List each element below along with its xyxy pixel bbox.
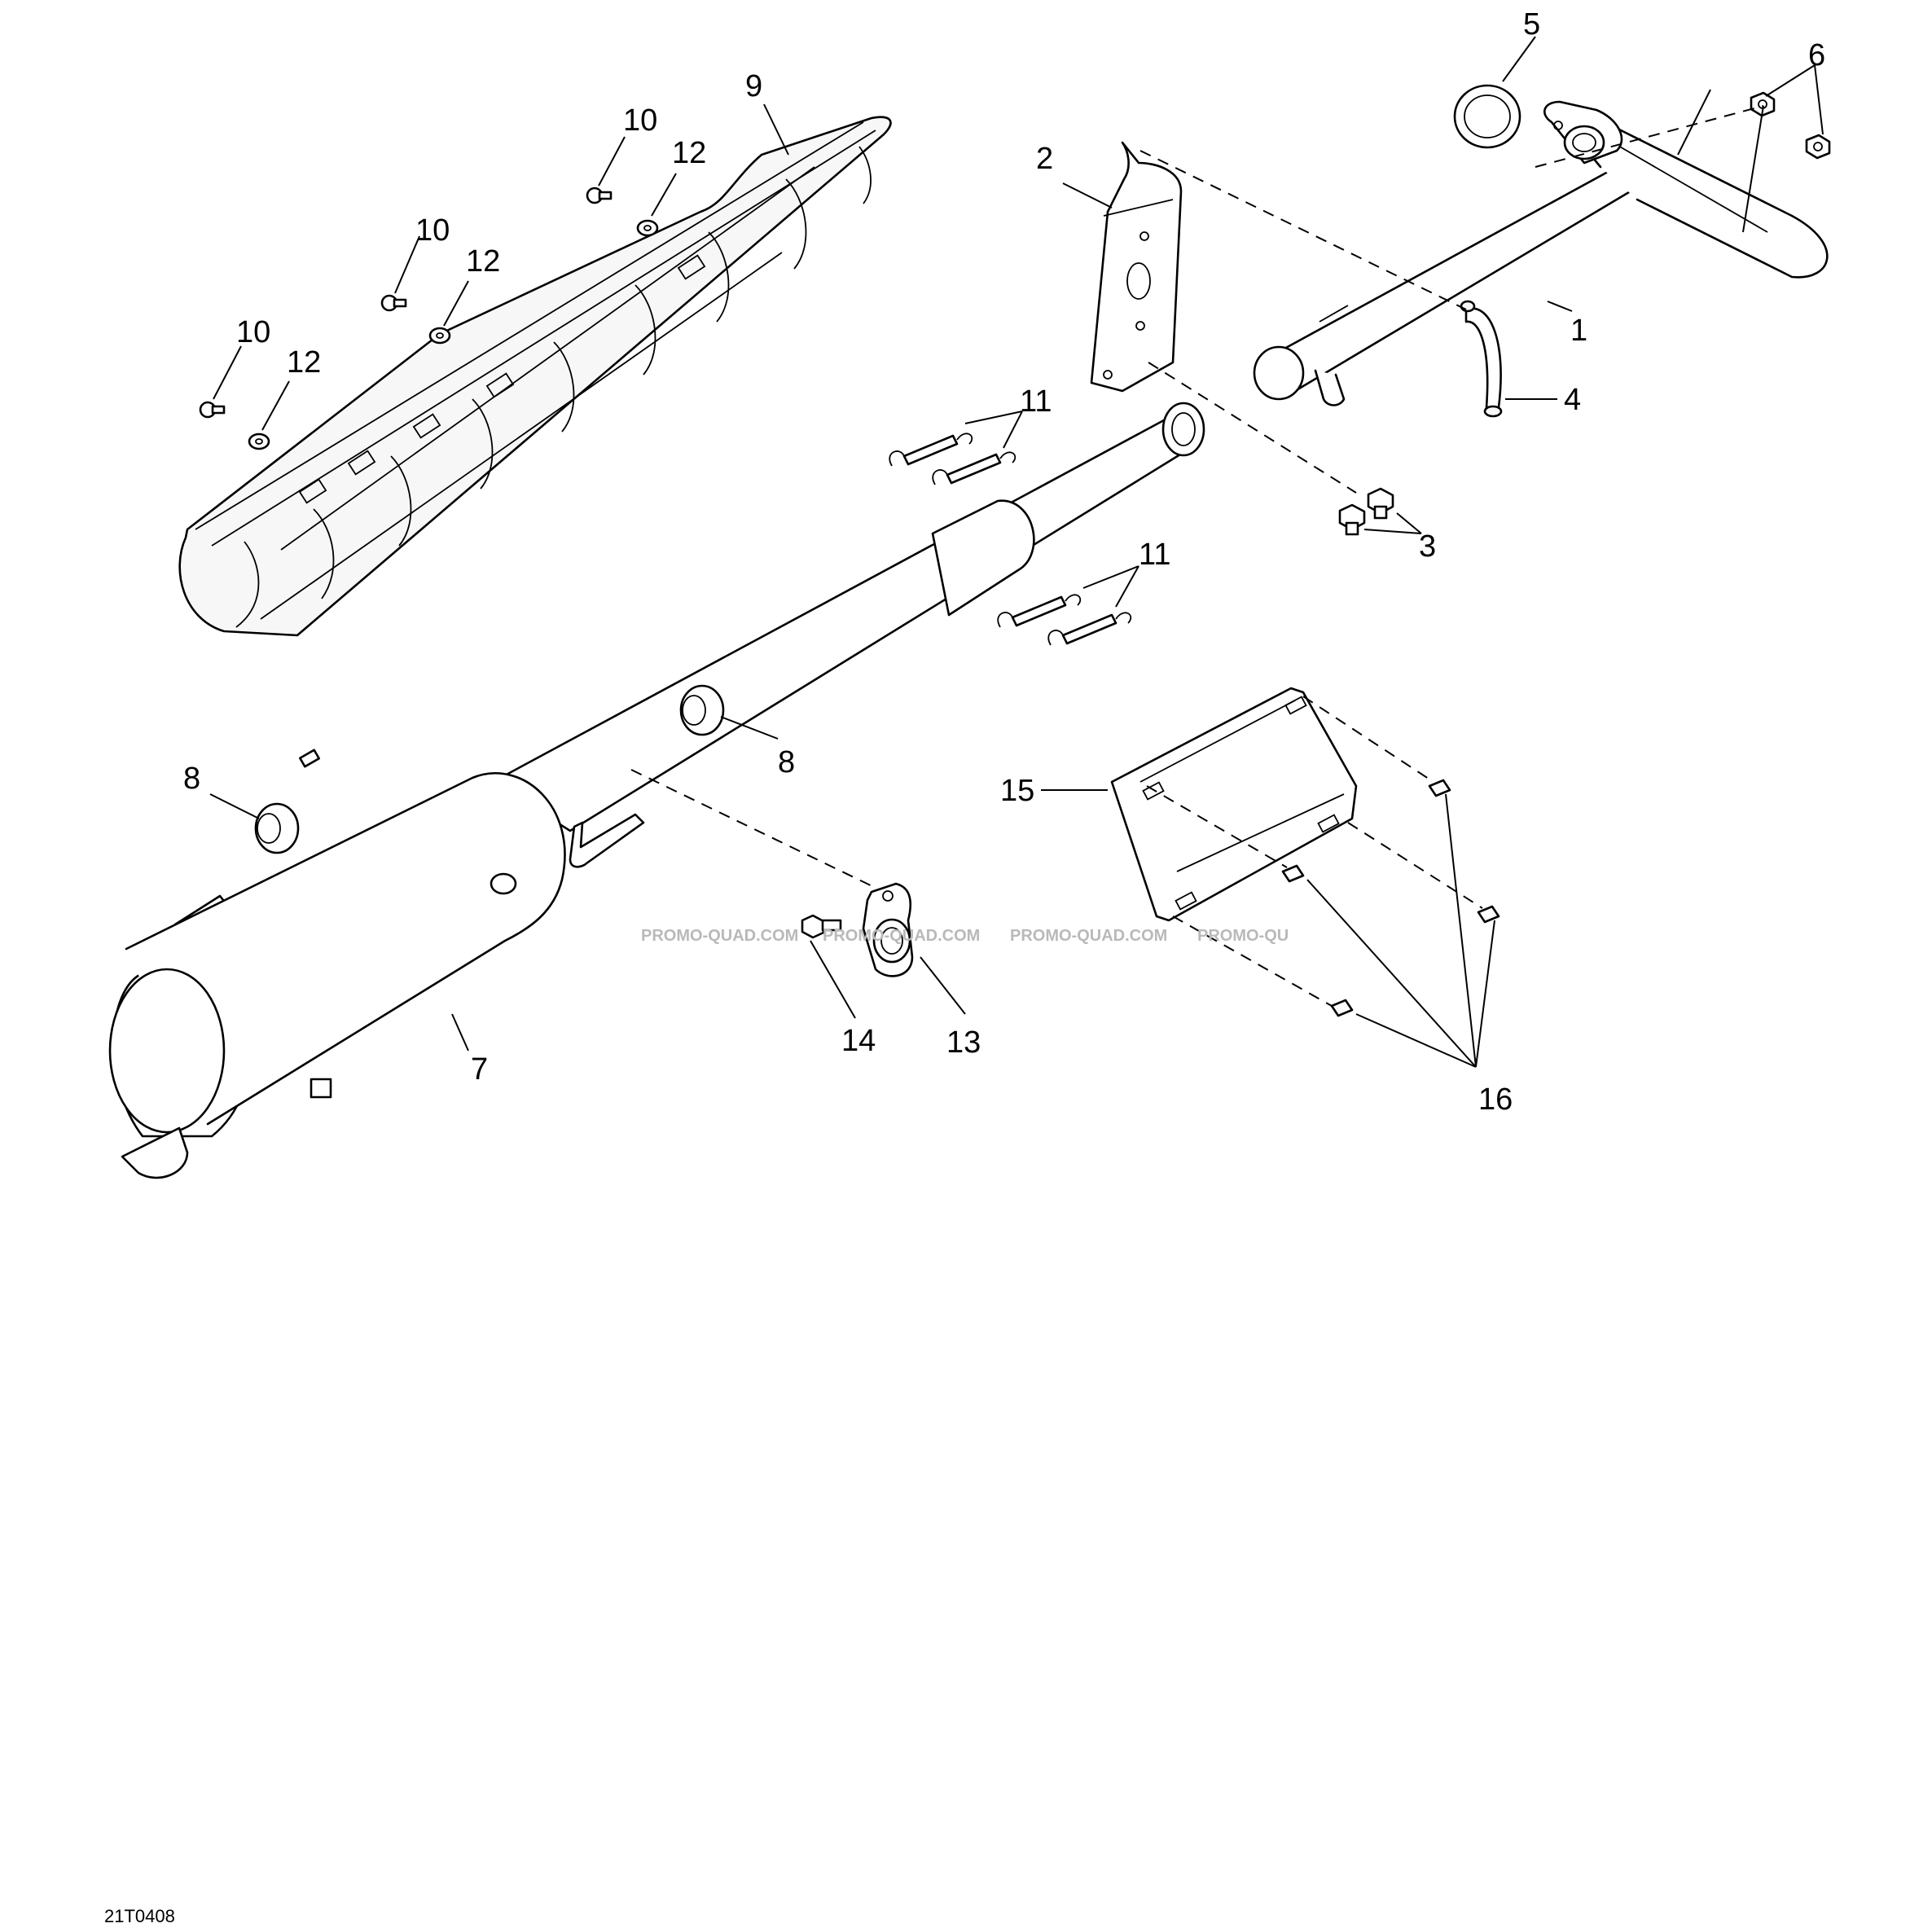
callout-4: 4 — [1564, 383, 1581, 417]
callout-2: 2 — [1036, 142, 1053, 176]
callout-11-b: 11 — [1139, 538, 1170, 572]
spring-part-11-b — [932, 451, 1016, 485]
grommet-part-8-a — [679, 684, 725, 736]
clip-part-16-a — [1428, 779, 1451, 797]
heat-shield-part-9 — [178, 116, 892, 637]
drawing-code: 21T0408 — [104, 1906, 175, 1926]
callout-11-a: 11 — [1020, 384, 1052, 419]
watermark: PROMO-QUAD.COM PROMO-QUAD.COM PROMO-QUAD… — [641, 927, 1289, 945]
callout-10-a: 10 — [623, 103, 657, 138]
clamp-bracket-part-13 — [862, 882, 914, 977]
grommet-part-8-b — [254, 802, 300, 854]
callout-6: 6 — [1808, 38, 1825, 72]
callout-12-c: 12 — [287, 345, 321, 380]
watermark-text-2: PROMO-QUAD.COM — [823, 927, 980, 945]
watermark-text-4: PROMO-QU — [1197, 927, 1289, 945]
clip-part-16-b — [1477, 905, 1500, 924]
screw-part-10-a — [586, 187, 613, 204]
callout-12-b: 12 — [466, 244, 500, 279]
callout-15: 15 — [1000, 774, 1034, 808]
callout-3: 3 — [1419, 529, 1436, 564]
callout-10-c: 10 — [236, 315, 270, 349]
leader-lines — [209, 36, 1824, 1068]
callout-7: 7 — [471, 1052, 488, 1087]
screw-part-10-b — [380, 294, 407, 312]
bracket-part-2 — [1090, 141, 1183, 393]
clip-part-16-d — [1330, 999, 1354, 1017]
callout-1: 1 — [1570, 314, 1587, 348]
spring-part-11-c — [997, 594, 1082, 628]
watermark-text-1: PROMO-QUAD.COM — [641, 927, 798, 945]
bolt-part-3-b — [1338, 503, 1366, 536]
callout-9: 9 — [745, 69, 762, 103]
spring-part-11-a — [889, 433, 973, 467]
clip-part-16-c — [1281, 864, 1305, 883]
callout-14: 14 — [841, 1024, 876, 1058]
washer-part-12-a — [636, 219, 659, 237]
callout-12-a: 12 — [672, 136, 706, 170]
callout-5: 5 — [1523, 7, 1540, 42]
callout-8-a: 8 — [778, 745, 795, 779]
heat-shield-plate-part-15 — [1110, 687, 1358, 922]
nut-part-6-b — [1805, 134, 1831, 160]
spring-part-11-d — [1047, 612, 1132, 646]
callout-13: 13 — [946, 1025, 981, 1060]
muffler-part-7 — [108, 402, 1205, 1179]
header-pipe-part-1 — [1253, 100, 1829, 406]
callout-16: 16 — [1478, 1082, 1513, 1117]
assembly-lines — [630, 105, 1764, 1007]
washer-part-12-b — [428, 327, 451, 345]
callout-10-b: 10 — [415, 213, 450, 248]
watermark-text-3: PROMO-QUAD.COM — [1010, 927, 1167, 945]
nut-part-6-a — [1750, 91, 1776, 117]
callout-8-b: 8 — [183, 762, 200, 796]
callout-labels: 1 2 3 4 5 6 7 8 8 9 10 10 10 11 11 12 12… — [183, 7, 1825, 1117]
screw-part-10-c — [199, 401, 226, 419]
bolt-part-14 — [801, 914, 842, 939]
washer-part-12-c — [248, 433, 270, 450]
bolt-part-3-a — [1367, 487, 1394, 520]
hose-part-4 — [1460, 300, 1503, 418]
gasket-part-5 — [1453, 84, 1521, 149]
